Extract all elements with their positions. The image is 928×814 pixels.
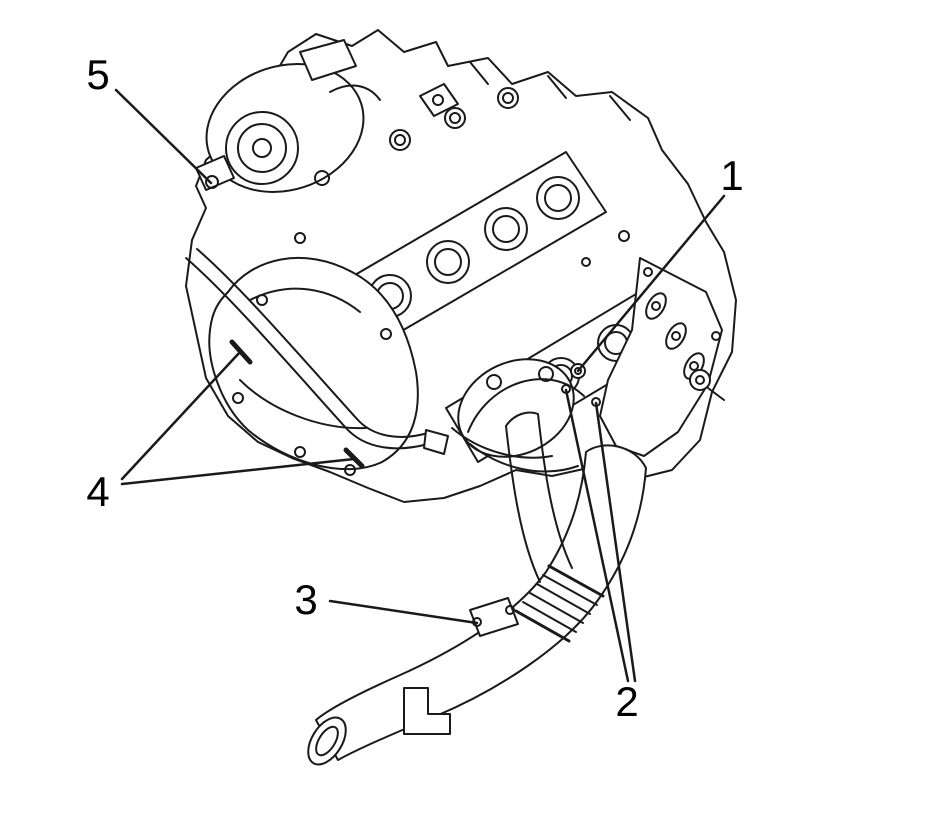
callout-5-target-fitting	[205, 175, 219, 189]
leader-line-2a	[564, 388, 630, 683]
lift-bracket	[419, 83, 459, 117]
leader-line-5	[114, 88, 213, 185]
leader-line-4b	[120, 457, 356, 486]
valve-cover-upper	[335, 151, 607, 347]
cam-caps	[389, 87, 519, 151]
misc-bolts	[294, 230, 630, 476]
leader-line-2b	[594, 401, 637, 683]
callout-2: 2	[615, 678, 639, 725]
leader-lines	[114, 88, 726, 683]
intake-plenum	[457, 358, 585, 458]
exhaust-clamp	[469, 597, 519, 637]
leader-line-1	[576, 194, 726, 373]
injector-cluster	[599, 257, 725, 457]
crossover-pipe	[505, 411, 573, 583]
exhaust-manifold	[451, 427, 579, 473]
callout-1: 1	[720, 152, 744, 199]
leader-line-3	[328, 599, 479, 625]
leader-line-4a	[120, 350, 242, 481]
intake-manifold-cover	[208, 256, 419, 471]
pipe-bracket	[403, 687, 451, 735]
callout-5: 5	[86, 51, 110, 98]
accessory-pump	[195, 39, 381, 193]
callout-4: 4	[86, 468, 110, 515]
callout-3: 3	[294, 576, 318, 623]
exhaust-downpipe	[307, 444, 647, 766]
flex-coupling	[514, 564, 605, 643]
